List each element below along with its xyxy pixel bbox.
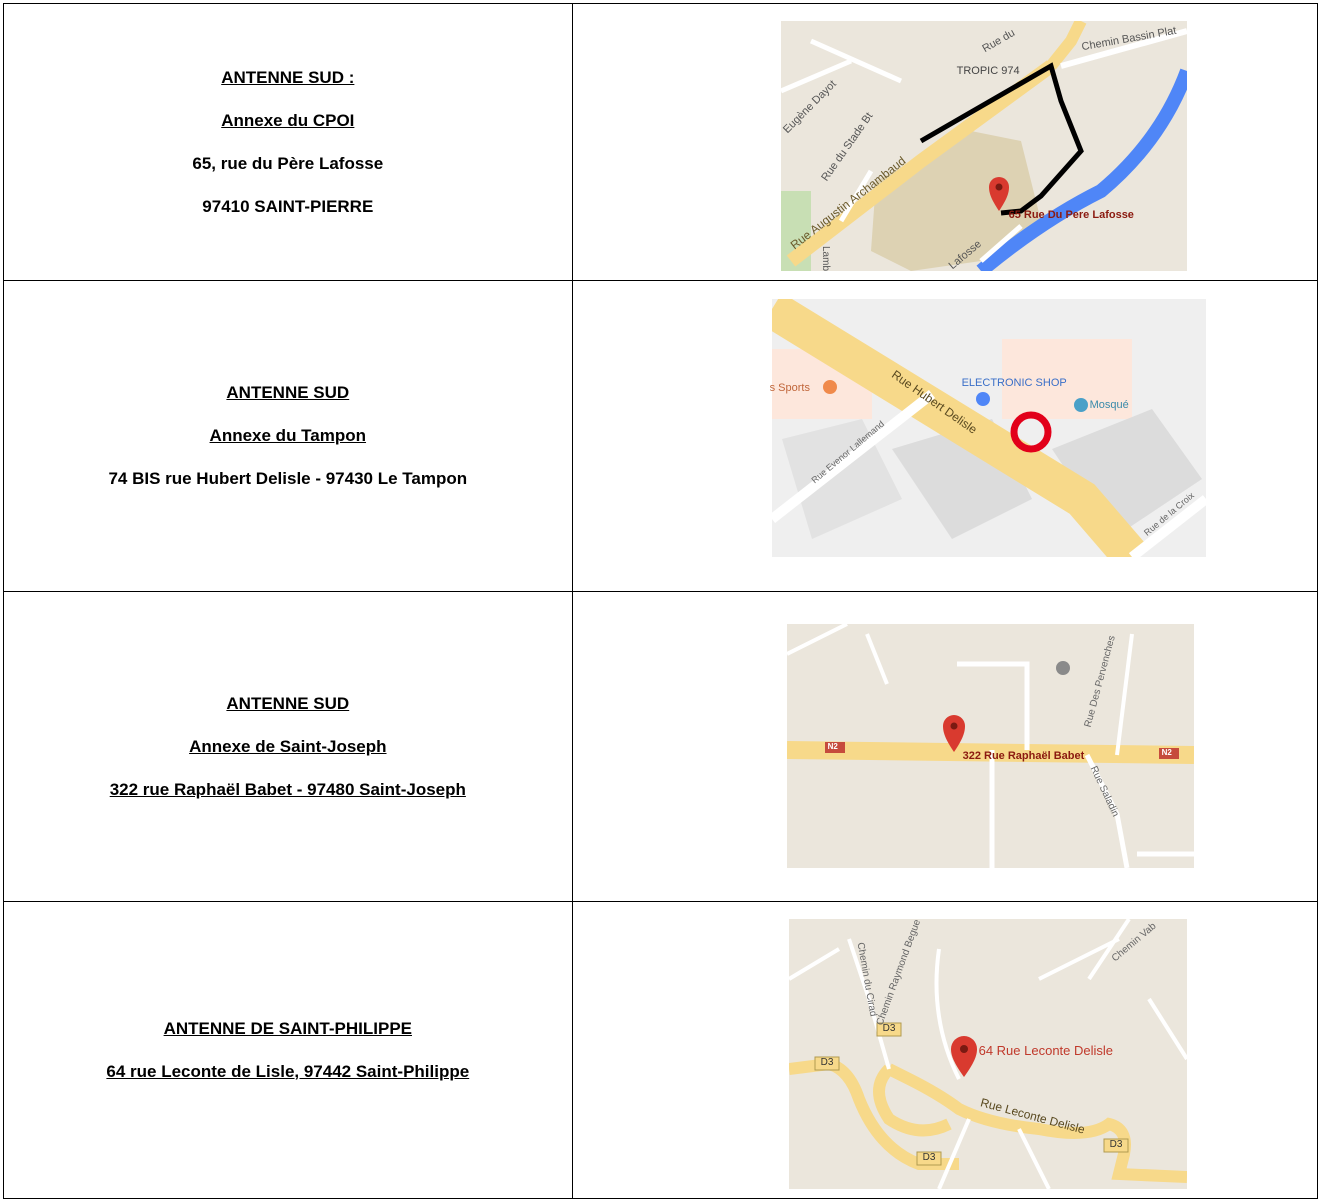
antenne-title: ANTENNE SUD	[226, 383, 350, 402]
street-address: 64 rue Leconte de Lisle, 97442 Saint-Phi…	[106, 1061, 470, 1081]
map-cell: D3 D3 D3 D3 64 Rue Leconte Delisle Chemi…	[571, 901, 1318, 1199]
poi-label: Mosqué	[1089, 399, 1129, 411]
annexe-name: Annexe de Saint-Joseph	[189, 736, 387, 756]
street-address: 65, rue du Père Lafosse	[192, 153, 384, 173]
table-row: ANTENNE SUD Annexe du Tampon 74 BIS rue …	[3, 280, 1318, 592]
map-saint-pierre: Rue du Chemin Bassin Plat TROPIC 974 Eug…	[781, 21, 1187, 272]
poi-label: s Sports	[769, 382, 810, 394]
road-badge: N2	[827, 742, 838, 751]
road-badge: N2	[1161, 748, 1172, 757]
road-badge: D3	[820, 1057, 834, 1068]
address-cell: ANTENNE SUD Annexe de Saint-Joseph 322 r…	[3, 591, 573, 902]
street-address: 322 rue Raphaël Babet - 97480 Saint-Jose…	[109, 779, 466, 799]
map-cell: Rue du Chemin Bassin Plat TROPIC 974 Eug…	[571, 3, 1318, 281]
street-label: Lamb	[819, 245, 831, 272]
table-row: ANTENNE DE SAINT-PHILIPPE 64 rue Leconte…	[3, 901, 1318, 1199]
antenne-title: ANTENNE DE SAINT-PHILIPPE	[163, 1018, 412, 1038]
map-pin	[988, 177, 1009, 211]
table-row: ANTENNE SUD : Annexe du CPOI 65, rue du …	[3, 3, 1318, 281]
map-saint-philippe: D3 D3 D3 D3 64 Rue Leconte Delisle Chemi…	[788, 918, 1187, 1189]
map-pin	[942, 715, 965, 752]
postal-city: 97410 SAINT-PIERRE	[202, 196, 374, 216]
poi-label: TROPIC 974	[956, 65, 1020, 77]
antennes-table: ANTENNE SUD : Annexe du CPOI 65, rue du …	[3, 3, 1318, 1199]
road-badge: D3	[1109, 1139, 1123, 1150]
address-cell: ANTENNE SUD : Annexe du CPOI 65, rue du …	[3, 3, 573, 281]
pin-label: 322 Rue Raphaël Babet	[962, 750, 1085, 762]
map-pin	[950, 1036, 977, 1077]
antenne-title: ANTENNE SUD	[226, 693, 350, 713]
pin-label: 65 Rue Du Pere Lafosse	[1008, 209, 1134, 221]
map-cell: N2 N2 322 Rue Raphaël Babet Rue Des Perv…	[571, 591, 1318, 902]
street-address: 74 BIS rue Hubert Delisle - 97430 Le Tam…	[108, 469, 468, 488]
map-cell: ELECTRONIC SHOP Mosqué s Sports Rue Hube…	[571, 280, 1318, 592]
road-badge: D3	[922, 1152, 936, 1163]
map-saint-joseph: N2 N2 322 Rue Raphaël Babet Rue Des Perv…	[786, 624, 1194, 868]
antenne-title: ANTENNE SUD :	[221, 67, 355, 87]
annexe-name: Annexe du Tampon	[209, 426, 367, 445]
address-cell: ANTENNE DE SAINT-PHILIPPE 64 rue Leconte…	[3, 901, 573, 1199]
table-row: ANTENNE SUD Annexe de Saint-Joseph 322 r…	[3, 591, 1318, 902]
address-cell: ANTENNE SUD Annexe du Tampon 74 BIS rue …	[3, 280, 573, 592]
pin-label: 64 Rue Leconte Delisle	[978, 1043, 1114, 1058]
map-le-tampon: ELECTRONIC SHOP Mosqué s Sports Rue Hube…	[769, 299, 1206, 557]
location-marker	[1010, 411, 1052, 453]
annexe-name: Annexe du CPOI	[221, 110, 355, 130]
road-badge: D3	[882, 1023, 896, 1034]
poi-label: ELECTRONIC SHOP	[961, 377, 1067, 389]
